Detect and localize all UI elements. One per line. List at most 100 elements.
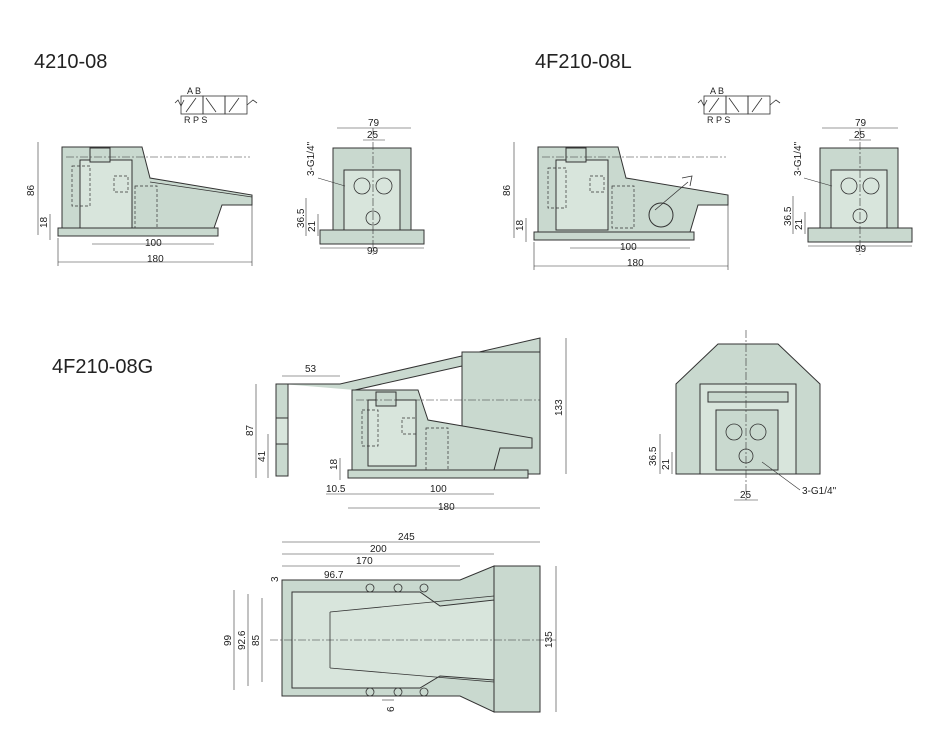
port-a-6 — [725, 423, 743, 441]
dim-100-3: 100 — [620, 242, 637, 253]
hidden-port-3 — [547, 167, 567, 209]
base-plate-3 — [533, 231, 695, 241]
port-label-2: 3-G1/4" — [306, 141, 317, 176]
model-title-4f210-08g: 4F210-08G — [52, 356, 154, 378]
pedal-ridge-1 — [149, 181, 253, 198]
dim-21-a: 21 — [307, 220, 318, 232]
hidden-spring-3 — [611, 185, 635, 229]
symbol-spring — [174, 99, 185, 107]
actuator-cap-1 — [89, 147, 111, 163]
valve-block-3 — [555, 159, 609, 231]
port-b-2 — [375, 177, 393, 195]
hidden-port-2 — [113, 175, 129, 193]
leader-port-4 — [803, 177, 833, 187]
front-block-6 — [715, 409, 779, 471]
dim-180-3: 180 — [627, 258, 644, 269]
port-p-2 — [365, 210, 381, 226]
valve-symbol-2: A B R P S — [697, 86, 781, 125]
view4-front-elevation: 79 25 3-G1/4" 36.5 21 99 — [783, 118, 913, 255]
dim-200: 200 — [370, 544, 387, 555]
dim-10-5: 10.5 — [326, 484, 346, 495]
actuator-cap-5 — [375, 391, 397, 407]
view3-side-elevation: 86 18 100 180 — [502, 142, 729, 270]
view2-front-elevation: 79 25 3-G1/4" 36.5 21 99 — [296, 118, 425, 257]
port-label-4: 3-G1/4" — [793, 141, 804, 176]
symbol-box-left — [180, 95, 204, 115]
top-rail-6 — [707, 391, 789, 403]
dim-96-7: 96.7 — [324, 570, 344, 581]
dim-86-3: 86 — [502, 184, 513, 196]
dim-133: 133 — [554, 399, 565, 416]
dim-18: 18 — [39, 216, 50, 228]
dim-99-c: 99 — [223, 634, 234, 646]
actuator-cap-3 — [565, 147, 587, 163]
dim-180-5: 180 — [438, 502, 455, 513]
dim-36-5-c: 36.5 — [648, 446, 659, 466]
base-plate-1 — [57, 227, 219, 237]
valve-symbol-1: A B R P S — [174, 86, 258, 125]
dim-79-b: 79 — [855, 118, 867, 129]
base-plate-5 — [347, 469, 529, 479]
bolt-2 — [393, 583, 403, 593]
dim-25-a: 25 — [367, 130, 379, 141]
dim-18-3: 18 — [515, 219, 526, 231]
bolt-5 — [393, 687, 403, 697]
symbol-ports-top: A B — [187, 86, 201, 96]
leader-port-6 — [761, 461, 801, 491]
symbol-arrows — [185, 97, 240, 113]
front-base-2 — [319, 229, 425, 245]
symbol-ports-bottom: R P S — [184, 115, 207, 125]
bolt-3 — [419, 583, 429, 593]
port-label-6: 3-G1/4" — [802, 486, 837, 497]
dim-100-5: 100 — [430, 484, 447, 495]
lock-latch-3 — [648, 202, 674, 228]
view6-guarded-front-elevation: 36.5 21 25 3-G1/4" — [648, 330, 837, 501]
port-a-4 — [840, 177, 858, 195]
dim-99-a: 99 — [367, 246, 379, 257]
view7-plan-view: 245 200 170 96.7 3 6 99 92.6 85 135 — [223, 532, 557, 713]
port-b-4 — [862, 177, 880, 195]
symbol2-box-left — [703, 95, 727, 115]
guard-hinge-5 — [275, 417, 289, 445]
hidden-port-1 — [71, 165, 91, 207]
dim-92-6: 92.6 — [237, 630, 248, 650]
dim-53: 53 — [305, 364, 317, 375]
dim-36-5-a: 36.5 — [296, 208, 307, 228]
dim-18-5: 18 — [329, 458, 340, 470]
front-block-2 — [343, 169, 401, 235]
symbol2-ports-top: A B — [710, 86, 724, 96]
bolt-1 — [365, 583, 375, 593]
port-a-2 — [353, 177, 371, 195]
dim-85: 85 — [251, 634, 262, 646]
dim-41: 41 — [257, 450, 268, 462]
dim-87: 87 — [245, 424, 256, 436]
dim-79-a: 79 — [368, 118, 380, 129]
dim-100: 100 — [145, 238, 162, 249]
dim-135: 135 — [544, 631, 555, 648]
hidden-port-4 — [589, 175, 605, 193]
dim-245: 245 — [398, 532, 415, 543]
port-b-6 — [749, 423, 767, 441]
symbol2-arrows — [708, 97, 763, 113]
symbol2-spring — [697, 99, 708, 107]
dim-3: 3 — [270, 576, 281, 582]
symbol-box-right — [224, 95, 248, 115]
lock-lever-3 — [654, 175, 693, 211]
front-block-4 — [830, 169, 888, 231]
dim-36-5-b: 36.5 — [783, 206, 794, 226]
valve-block-5 — [367, 399, 417, 467]
model-title-4210-08: 4210-08 — [34, 51, 108, 73]
plan-front-7 — [493, 565, 541, 713]
dim-170: 170 — [356, 556, 373, 567]
view1-side-elevation: 86 18 100 180 — [26, 142, 253, 266]
dim-25-c: 25 — [740, 490, 752, 501]
dim-6: 6 — [386, 706, 397, 712]
hidden-port-5 — [361, 409, 379, 447]
dim-180: 180 — [147, 254, 164, 265]
bolt-6 — [419, 687, 429, 697]
dim-21-c: 21 — [661, 458, 672, 470]
valve-block-1 — [79, 159, 133, 229]
dim-25-b: 25 — [854, 130, 866, 141]
